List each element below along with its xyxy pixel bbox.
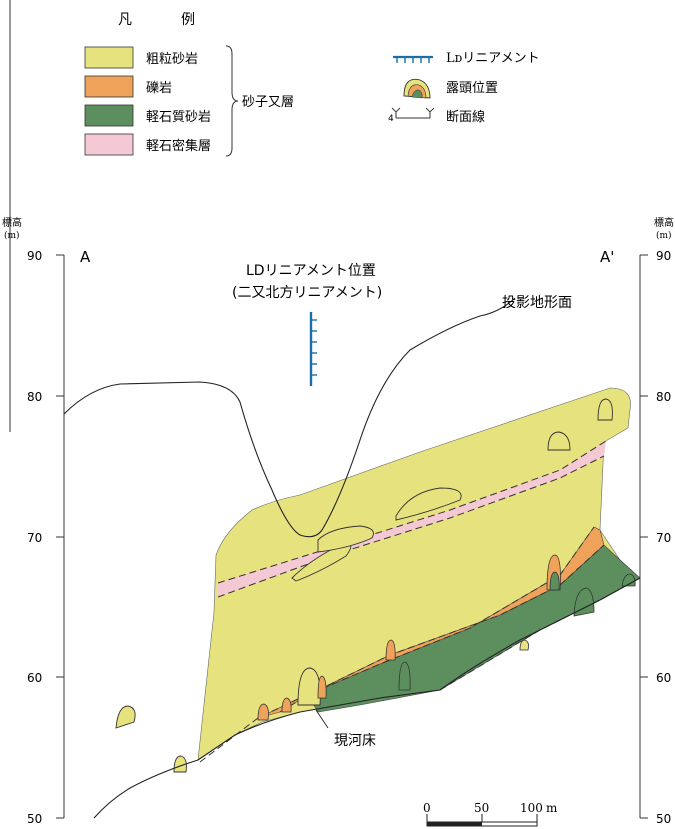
y-tick-right-90: 90 — [656, 249, 671, 263]
section-end-left: A — [80, 248, 91, 266]
legend-brace — [225, 45, 239, 157]
section-line-icon: 4 — [388, 107, 435, 124]
legend-swatch-pumiceous-sandstone — [84, 104, 134, 127]
y-tick-right-60: 60 — [656, 671, 671, 685]
lineament-callout-title: LDリニアメント位置 — [246, 263, 376, 279]
scale-tick-50: 50 — [474, 801, 489, 815]
left-elevation-unit: (m) — [4, 230, 20, 241]
lineament-icon — [393, 55, 433, 63]
legend-group-label: 砂子又層 — [242, 95, 294, 110]
riverbed-label: 現河床 — [334, 733, 376, 749]
outcrop-marker — [115, 705, 136, 729]
legend-label-lineament: Lᴅリニアメント — [446, 51, 540, 66]
scale-tick-100: 100 — [520, 801, 543, 815]
legend-label-coarse-sandstone: 粗粒砂岩 — [146, 52, 198, 67]
legend-swatch-pumice-dense-layer — [84, 133, 134, 156]
outcrop-marker — [597, 398, 613, 421]
topographic-surface-label: 投影地形面 — [502, 295, 572, 311]
svg-text:4: 4 — [388, 114, 394, 124]
outcrop-marker — [173, 755, 187, 773]
outcrop-marker — [281, 697, 292, 713]
scale-bar: 0 50 100 m — [423, 801, 558, 827]
outcrop-marker — [317, 675, 327, 699]
legend-label-pumice-dense-layer: 軽石密集層 — [146, 138, 211, 154]
outcrop-marker — [549, 571, 560, 591]
legend-swatch-conglomerate — [84, 75, 134, 98]
outcrop-marker — [398, 661, 411, 691]
y-tick-right-50: 50 — [656, 812, 671, 826]
right-elevation-label: 標高 — [654, 216, 674, 229]
y-tick-left-80: 80 — [27, 390, 42, 404]
y-tick-left-60: 60 — [27, 671, 42, 685]
pumice-dense-layer-band — [218, 441, 606, 597]
outcrop-marker — [257, 703, 269, 721]
legend-label-outcrop: 露頭位置 — [446, 81, 498, 96]
y-tick-right-80: 80 — [656, 390, 671, 404]
projected-topographic-surface — [63, 297, 516, 538]
outcrop-marker — [395, 487, 462, 521]
legend-label-conglomerate: 礫岩 — [146, 80, 172, 96]
lineament-position-marker — [309, 312, 317, 386]
section-end-right: A' — [600, 248, 614, 266]
left-elevation-axis: 標高 (m) 90 80 70 60 50 — [2, 216, 65, 826]
right-elevation-unit: (m) — [656, 230, 672, 241]
outcrop-marker — [519, 639, 529, 651]
y-tick-right-70: 70 — [656, 531, 671, 545]
legend-label-pumiceous-sandstone: 軽石質砂岩 — [146, 110, 211, 125]
lineament-callout-subtitle: (二又北方リニアメント) — [232, 285, 382, 301]
scale-tick-0: 0 — [423, 801, 431, 815]
outcrop-icon — [403, 78, 431, 99]
river-bed-surface — [93, 577, 641, 819]
legend-swatch-coarse-sandstone — [84, 46, 134, 69]
outcrop-markers — [115, 398, 636, 773]
legend-heading-2: 例 — [181, 12, 195, 28]
y-tick-left-50: 50 — [27, 812, 42, 826]
legend: 凡 例 粗粒砂岩 礫岩 軽石質砂岩 軽石密集層 砂子又層 Lᴅリニアメント 露頭 — [84, 12, 540, 157]
outcrop-marker — [547, 431, 571, 451]
left-elevation-label: 標高 — [2, 216, 22, 229]
legend-label-section-line: 断面線 — [446, 109, 485, 125]
outcrop-marker — [317, 525, 374, 553]
scale-unit: m — [546, 801, 558, 815]
right-elevation-axis: 標高 (m) 90 80 70 60 50 — [639, 216, 674, 826]
legend-heading-1: 凡 — [118, 12, 132, 28]
outcrop-marker — [573, 587, 595, 617]
y-tick-left-70: 70 — [27, 531, 42, 545]
outcrop-marker — [385, 639, 396, 661]
y-tick-left-90: 90 — [27, 249, 42, 263]
